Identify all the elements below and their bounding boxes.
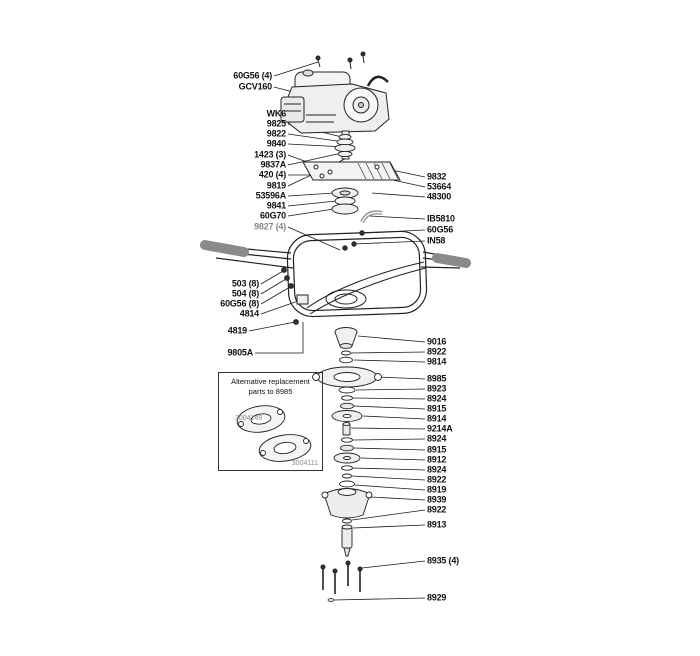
part-label: 504 (8): [231, 288, 259, 299]
frame-details: [281, 230, 427, 325]
part-label: 8929: [427, 592, 447, 603]
part-label: 9814: [427, 356, 447, 367]
part-label: 60G70: [259, 210, 286, 221]
part-label: 9827 (4): [254, 221, 286, 232]
part-label: 4819: [227, 325, 247, 336]
part-label: 9819: [266, 180, 286, 191]
part-label: 8924: [427, 464, 447, 475]
part-label: 9822: [266, 128, 286, 139]
mounting-plate: [302, 161, 401, 181]
part-label: 9016: [427, 336, 447, 347]
part-label: 8919: [427, 484, 447, 495]
engine-illustration: [280, 51, 390, 134]
part-label: 60G56 (8): [220, 298, 259, 309]
part-label: 8914: [427, 413, 447, 424]
engine-shaft-parts: [334, 130, 356, 160]
part-label: 8915: [427, 444, 447, 455]
part-label: 8923: [427, 383, 447, 394]
part-label: 60G56: [427, 224, 454, 235]
part-label: 9825: [266, 118, 286, 129]
part-label: IN58: [427, 235, 446, 246]
clutch-parts: [331, 187, 359, 215]
part-label: 8915: [427, 403, 447, 414]
bottom-bolts: [320, 560, 363, 602]
part-label: 8985: [427, 373, 447, 384]
part-label: 8922: [427, 346, 447, 357]
part-label: 53596A: [255, 190, 287, 201]
part-label: 420 (4): [258, 169, 286, 180]
part-label: WK6: [266, 108, 287, 119]
part-label: 8913: [427, 519, 447, 530]
part-label: 8912: [427, 454, 447, 465]
leader-lines: [248, 61, 426, 601]
part-label: GCV160: [238, 81, 273, 92]
part-label: IB5810: [427, 213, 455, 224]
part-label: 48300: [427, 191, 452, 202]
part-label: 60G56 (4): [233, 70, 272, 81]
part-label: 53664: [427, 181, 452, 192]
part-label: 8924: [427, 393, 447, 404]
part-label: 9214A: [427, 423, 453, 434]
part-label: 4814: [239, 308, 259, 319]
part-label: 8922: [427, 474, 447, 485]
part-label: 8924: [427, 433, 447, 444]
part-label: 9841: [266, 200, 286, 211]
inset-plate-shapes: [236, 405, 312, 462]
handlebars: [200, 240, 471, 269]
part-label: 503 (8): [231, 278, 259, 289]
lift-handle: [360, 210, 383, 223]
part-label: 1423 (3): [254, 149, 286, 160]
part-label: 8935 (4): [427, 555, 459, 566]
part-label: 8939: [427, 494, 447, 505]
part-label: 9837A: [260, 159, 286, 170]
parts-stack: [312, 327, 382, 557]
inset-part-number-bottom: 3004111: [291, 460, 318, 467]
part-label: 9840: [266, 138, 286, 149]
inset-caption-line1: Alternative replacement: [231, 377, 310, 386]
inset-part-number-top: 3004149: [235, 415, 263, 422]
inset-caption: Alternative replacement parts to 8985: [219, 377, 322, 397]
part-label: 8922: [427, 504, 447, 515]
part-label: 9805A: [227, 347, 253, 358]
alternative-parts-inset: Alternative replacement parts to 8985 30…: [218, 372, 323, 471]
inset-caption-line2: parts to 8985: [248, 386, 293, 396]
part-label: 9832: [427, 171, 447, 182]
